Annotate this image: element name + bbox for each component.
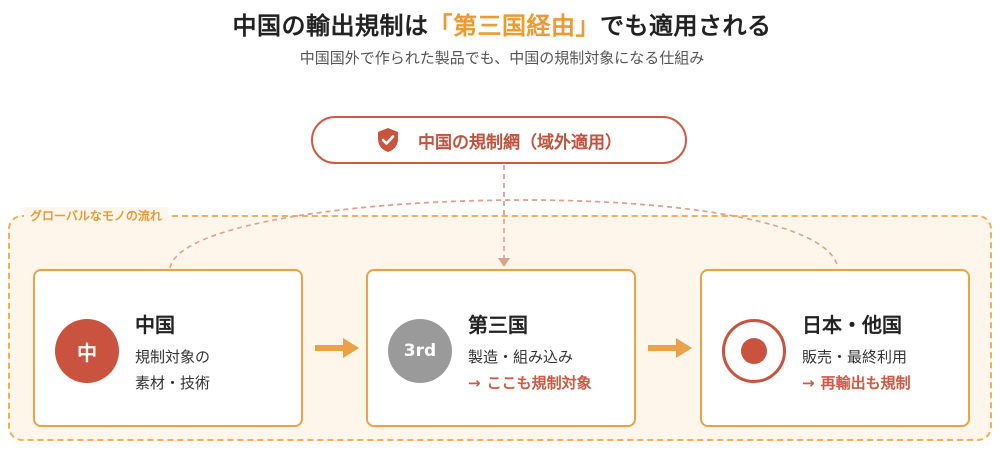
node-name: 日本・他国 [802, 313, 902, 337]
regulation-arc-over [169, 199, 839, 269]
node-japan-others: 日本・他国 販売・最終利用 →再輸出も規制 [700, 269, 970, 427]
japan-flag-icon [722, 319, 786, 383]
regulation-network-pill: 中国の規制網（域外適用） [311, 116, 687, 164]
flow-arrow-icon [315, 338, 359, 358]
page-subtitle: 中国国外で作られた製品でも、中国の規制対象になる仕組み [299, 49, 705, 67]
network-label: 中国の規制網（域外適用） [418, 132, 622, 153]
flow-arrow-icon [648, 338, 692, 358]
node-description: 販売・最終利用 [802, 348, 908, 366]
flow-region-label: グローバルなモノの流れ [24, 207, 168, 224]
node-name: 中国 [135, 313, 175, 337]
node-name: 第三国 [468, 313, 528, 337]
regulation-drop-arrowhead-over [498, 258, 510, 267]
third-country-badge: 3rd [388, 319, 452, 383]
node-china: 中 中国 規制対象の 素材・技術 [33, 269, 303, 427]
page-title: 中国の輸出規制は「第三国経由」でも適用される [232, 12, 772, 40]
node-note: →ここも規制対象 [468, 374, 592, 392]
title-highlight: 「第三国経由」 [428, 12, 600, 40]
node-note: →再輸出も規制 [802, 374, 911, 392]
node-description: 製造・組み込み [468, 348, 574, 366]
node-third-country: 3rd 第三国 製造・組み込み →ここも規制対象 [366, 269, 636, 427]
shield-check-icon [378, 128, 398, 152]
china-badge: 中 [55, 319, 119, 383]
node-description: 規制対象の 素材・技術 [135, 348, 211, 392]
